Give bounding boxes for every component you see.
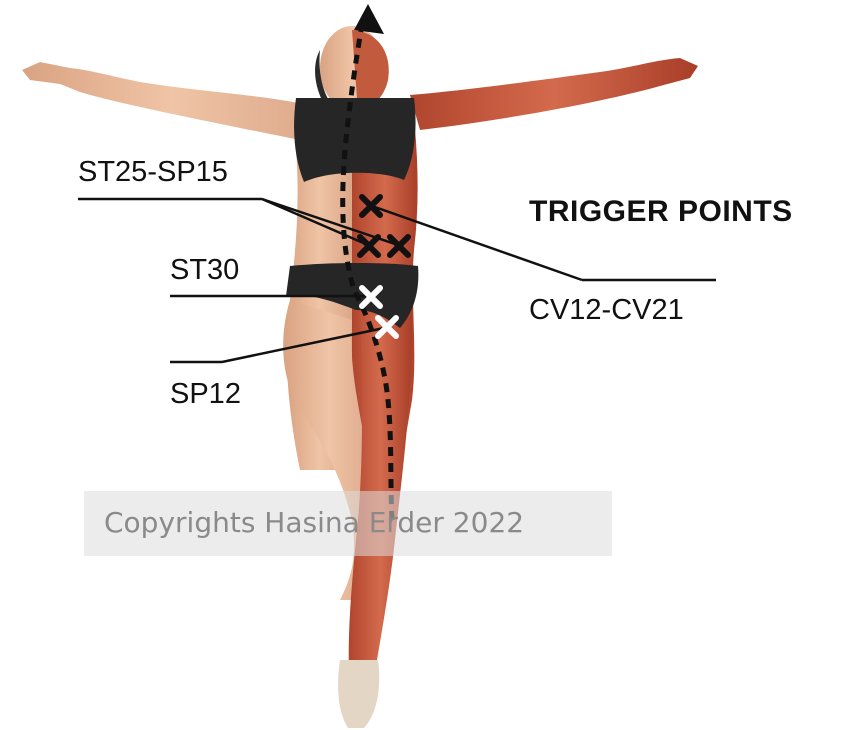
right-arm (410, 58, 698, 130)
label-st25-sp15: ST25-SP15 (78, 158, 228, 187)
label-sp12: SP12 (170, 380, 241, 409)
foot (338, 660, 379, 728)
diagram-title: TRIGGER POINTS (529, 195, 793, 229)
label-st30: ST30 (170, 256, 239, 285)
arrow-up-icon (354, 4, 384, 34)
sports-top (294, 98, 415, 182)
watermark: Copyrights Hasina Erder 2022 (104, 506, 524, 539)
label-cv12-cv21: CV12-CV21 (529, 296, 684, 325)
left-arm (22, 62, 322, 140)
